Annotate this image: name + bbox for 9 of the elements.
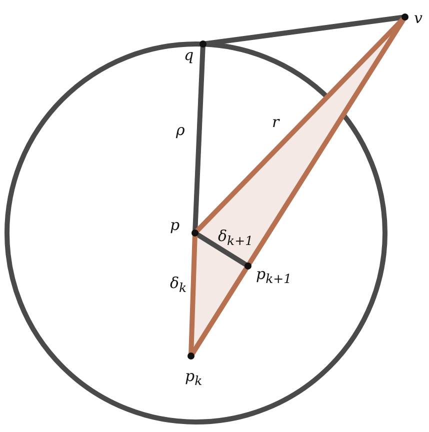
edge-label: δ$_{k}$ [170, 275, 187, 296]
edge-label: r [272, 114, 280, 130]
point-label: p [170, 217, 180, 233]
point-label: v [414, 10, 422, 26]
point-label: p$_{k+1}$ [256, 266, 292, 287]
edge-label: δ$_{k+1}$ [218, 228, 254, 249]
point-label: q [184, 47, 194, 63]
point-label: p$_{k}$ [185, 368, 202, 389]
edge-label: ρ [176, 122, 185, 138]
